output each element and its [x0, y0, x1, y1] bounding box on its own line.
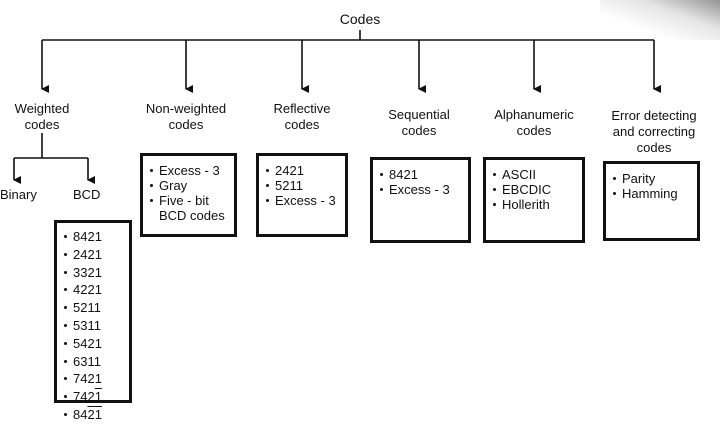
list-item-negative-weights: 8421: [63, 406, 123, 424]
sequential-codes-list: 8421 Excess - 3: [379, 167, 462, 197]
non-weighted-codes-list: Excess - 3 Gray Five - bit BCD codes: [149, 163, 228, 223]
list-item: 2421: [265, 163, 339, 178]
list-item: 8421: [63, 228, 123, 246]
error-detecting-codes-list: Parity Hamming: [612, 171, 691, 201]
category-reflective-label: Reflective codes: [252, 101, 352, 133]
list-item: 2421: [63, 246, 123, 264]
list-item: 6311: [63, 353, 123, 371]
category-error-detecting-label: Error detecting and correcting codes: [592, 108, 716, 156]
label-line: and correcting: [612, 124, 696, 139]
list-item: 7421: [63, 370, 123, 388]
list-item: 5311: [63, 317, 123, 335]
root-label: Codes: [339, 11, 381, 27]
list-item: EBCDIC: [492, 182, 576, 197]
list-item: Five - bit: [149, 193, 228, 208]
list-item: 5211: [63, 299, 123, 317]
alphanumeric-codes-box: ASCII EBCDIC Hollerith: [483, 157, 585, 243]
bcd-codes-list: 8421 2421 3321 4221 5211 5311 5421 6311 …: [63, 228, 123, 424]
list-item: Excess - 3: [265, 193, 339, 208]
label-line: Error detecting: [611, 108, 697, 123]
list-item-continuation: BCD codes: [159, 208, 225, 223]
bcd-codes-box: 8421 2421 3321 4221 5211 5311 5421 6311 …: [54, 220, 132, 422]
label-line: codes: [401, 123, 437, 138]
list-item-negative-weights: 7421: [63, 388, 123, 406]
error-detecting-codes-box: Parity Hamming: [603, 161, 700, 241]
bcd-label: BCD: [73, 187, 101, 202]
alphanumeric-codes-list: ASCII EBCDIC Hollerith: [492, 167, 576, 212]
non-weighted-codes-box: Excess - 3 Gray Five - bit BCD codes: [140, 153, 237, 237]
category-weighted-label: Weighted codes: [2, 101, 82, 133]
list-item: 5211: [265, 178, 339, 193]
category-alphanumeric-label: Alphanumeric codes: [474, 107, 594, 139]
list-item: 3321: [63, 264, 123, 282]
category-non-weighted-label: Non-weighted codes: [126, 101, 246, 133]
category-sequential-label: Sequential codes: [369, 107, 469, 139]
label-line: codes: [24, 117, 60, 132]
list-item: Gray: [149, 178, 228, 193]
label-line: codes: [516, 123, 552, 138]
label-line: Alphanumeric: [494, 107, 574, 122]
label-line: Reflective: [273, 101, 331, 116]
label-line: Weighted: [14, 101, 70, 116]
reflective-codes-box: 2421 5211 Excess - 3: [256, 153, 348, 237]
label-line: Sequential: [388, 107, 450, 122]
reflective-codes-list: 2421 5211 Excess - 3: [265, 163, 339, 208]
list-item: 4221: [63, 281, 123, 299]
list-item: 5421: [63, 335, 123, 353]
list-item: Excess - 3: [379, 182, 462, 197]
sequential-codes-box: 8421 Excess - 3: [370, 157, 471, 243]
binary-label: Binary: [0, 187, 37, 202]
label-line: Non-weighted: [145, 101, 227, 116]
list-item: Excess - 3: [149, 163, 228, 178]
label-line: codes: [636, 140, 672, 155]
connector-lines: [13, 30, 661, 184]
list-item: Hamming: [612, 186, 691, 201]
list-item: Parity: [612, 171, 691, 186]
label-line: codes: [168, 117, 204, 132]
list-item: ASCII: [492, 167, 576, 182]
scan-shadow: [600, 0, 720, 40]
list-item: Hollerith: [492, 197, 576, 212]
list-item: 8421: [379, 167, 462, 182]
label-line: codes: [284, 117, 320, 132]
